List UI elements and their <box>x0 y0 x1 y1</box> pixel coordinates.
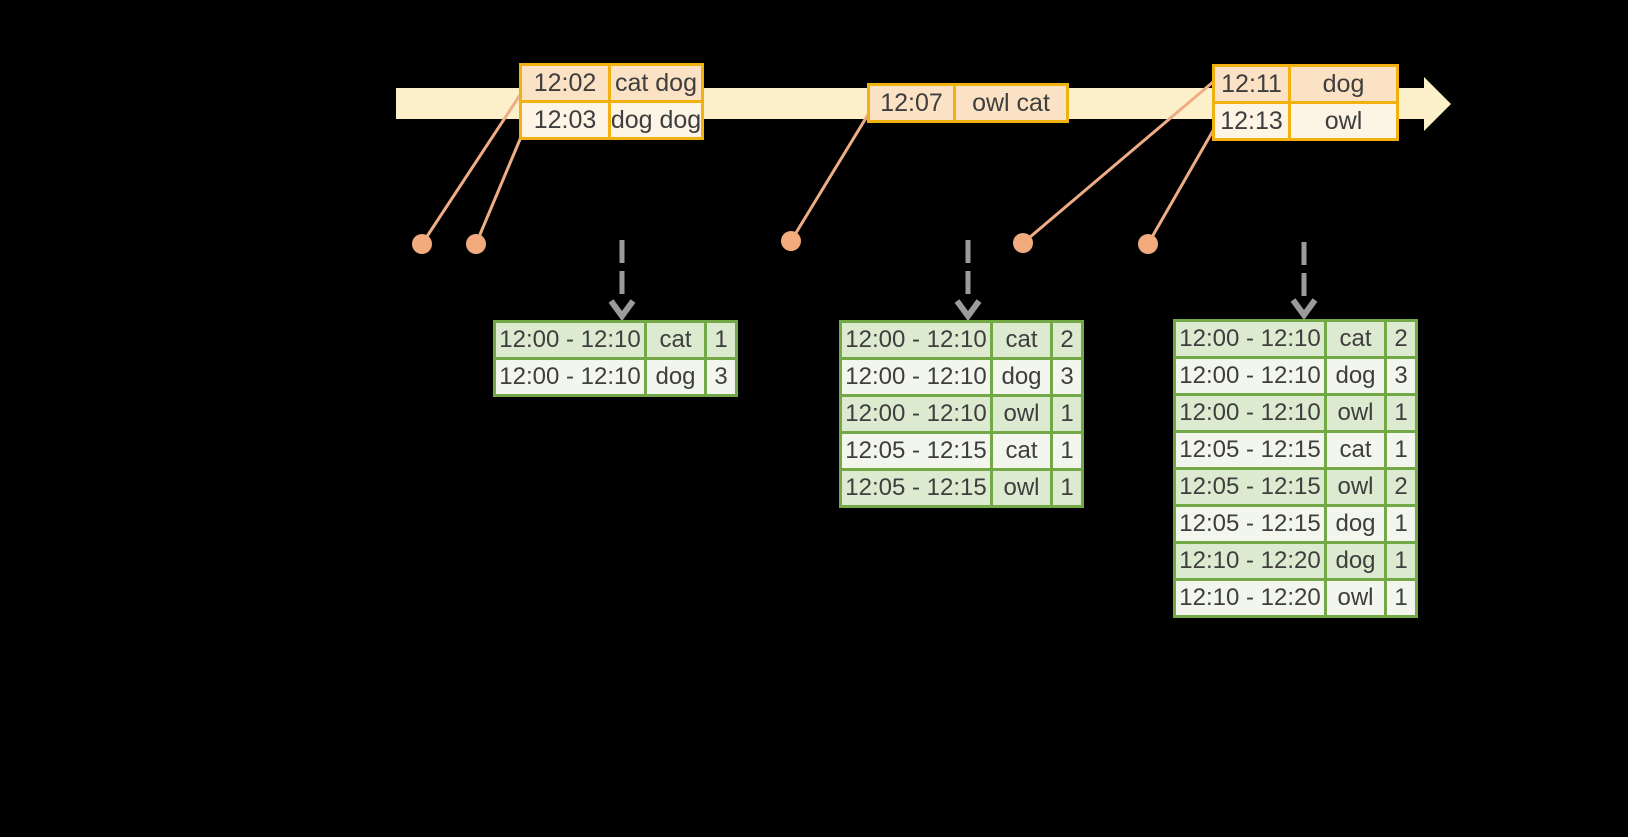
count-cell: 3 <box>1053 360 1081 394</box>
word-cell: owl <box>1327 470 1384 504</box>
event-dot <box>781 231 801 251</box>
count-cell: 1 <box>1053 397 1081 431</box>
connector-line <box>1146 128 1216 245</box>
event-time-cell: 12:13 <box>1215 104 1288 138</box>
word-cell: cat <box>1327 322 1384 356</box>
word-cell: owl <box>1327 581 1384 615</box>
event-time-cell: 12:02 <box>522 66 608 100</box>
count-cell: 2 <box>1387 322 1415 356</box>
event-dot <box>412 234 432 254</box>
word-cell: owl <box>993 397 1050 431</box>
window-range-cell: 12:00 - 12:10 <box>1176 359 1324 393</box>
window-range-cell: 12:10 - 12:20 <box>1176 544 1324 578</box>
word-cell: dog <box>647 360 704 394</box>
word-cell: dog <box>993 360 1050 394</box>
window-range-cell: 12:10 - 12:20 <box>1176 581 1324 615</box>
trigger-arrow-head-icon <box>954 299 982 322</box>
count-cell: 1 <box>707 323 735 357</box>
event-dot <box>1138 234 1158 254</box>
event-dot <box>466 234 486 254</box>
event-words-cell: dog dog <box>611 103 701 137</box>
count-cell: 1 <box>1387 544 1415 578</box>
count-cell: 3 <box>1387 359 1415 393</box>
window-range-cell: 12:00 - 12:10 <box>842 323 990 357</box>
event-time-cell: 12:11 <box>1215 67 1288 101</box>
word-cell: cat <box>1327 433 1384 467</box>
window-range-cell: 12:00 - 12:10 <box>496 323 644 357</box>
window-range-cell: 12:05 - 12:15 <box>842 434 990 468</box>
trigger-arrow-head-icon <box>608 299 636 322</box>
window-range-cell: 12:00 - 12:10 <box>842 397 990 431</box>
word-cell: dog <box>1327 507 1384 541</box>
count-cell: 2 <box>1387 470 1415 504</box>
event-time-cell: 12:07 <box>870 86 953 120</box>
word-cell: dog <box>1327 544 1384 578</box>
timeline-arrowhead-icon <box>1424 77 1451 131</box>
window-range-cell: 12:05 - 12:15 <box>1176 507 1324 541</box>
count-cell: 3 <box>707 360 735 394</box>
word-cell: owl <box>993 471 1050 505</box>
count-cell: 2 <box>1053 323 1081 357</box>
event-words-cell: owl cat <box>956 86 1066 120</box>
window-range-cell: 12:00 - 12:10 <box>1176 396 1324 430</box>
connector-line <box>474 136 523 245</box>
word-cell: dog <box>1327 359 1384 393</box>
event-words-cell: dog <box>1291 67 1396 101</box>
event-time-cell: 12:03 <box>522 103 608 137</box>
connector-line <box>789 112 871 242</box>
count-cell: 1 <box>1387 507 1415 541</box>
count-cell: 1 <box>1387 396 1415 430</box>
count-cell: 1 <box>1053 434 1081 468</box>
window-range-cell: 12:05 - 12:15 <box>842 471 990 505</box>
trigger-arrow-head-icon <box>1290 298 1318 321</box>
word-cell: owl <box>1327 396 1384 430</box>
window-range-cell: 12:00 - 12:10 <box>1176 322 1324 356</box>
window-range-cell: 12:00 - 12:10 <box>496 360 644 394</box>
word-cell: cat <box>993 434 1050 468</box>
count-cell: 1 <box>1053 471 1081 505</box>
window-range-cell: 12:05 - 12:15 <box>1176 470 1324 504</box>
window-range-cell: 12:05 - 12:15 <box>1176 433 1324 467</box>
event-dot <box>1013 233 1033 253</box>
event-words-cell: owl <box>1291 104 1396 138</box>
word-cell: cat <box>647 323 704 357</box>
event-words-cell: cat dog <box>611 66 701 100</box>
window-range-cell: 12:00 - 12:10 <box>842 360 990 394</box>
count-cell: 1 <box>1387 433 1415 467</box>
word-cell: cat <box>993 323 1050 357</box>
count-cell: 1 <box>1387 581 1415 615</box>
